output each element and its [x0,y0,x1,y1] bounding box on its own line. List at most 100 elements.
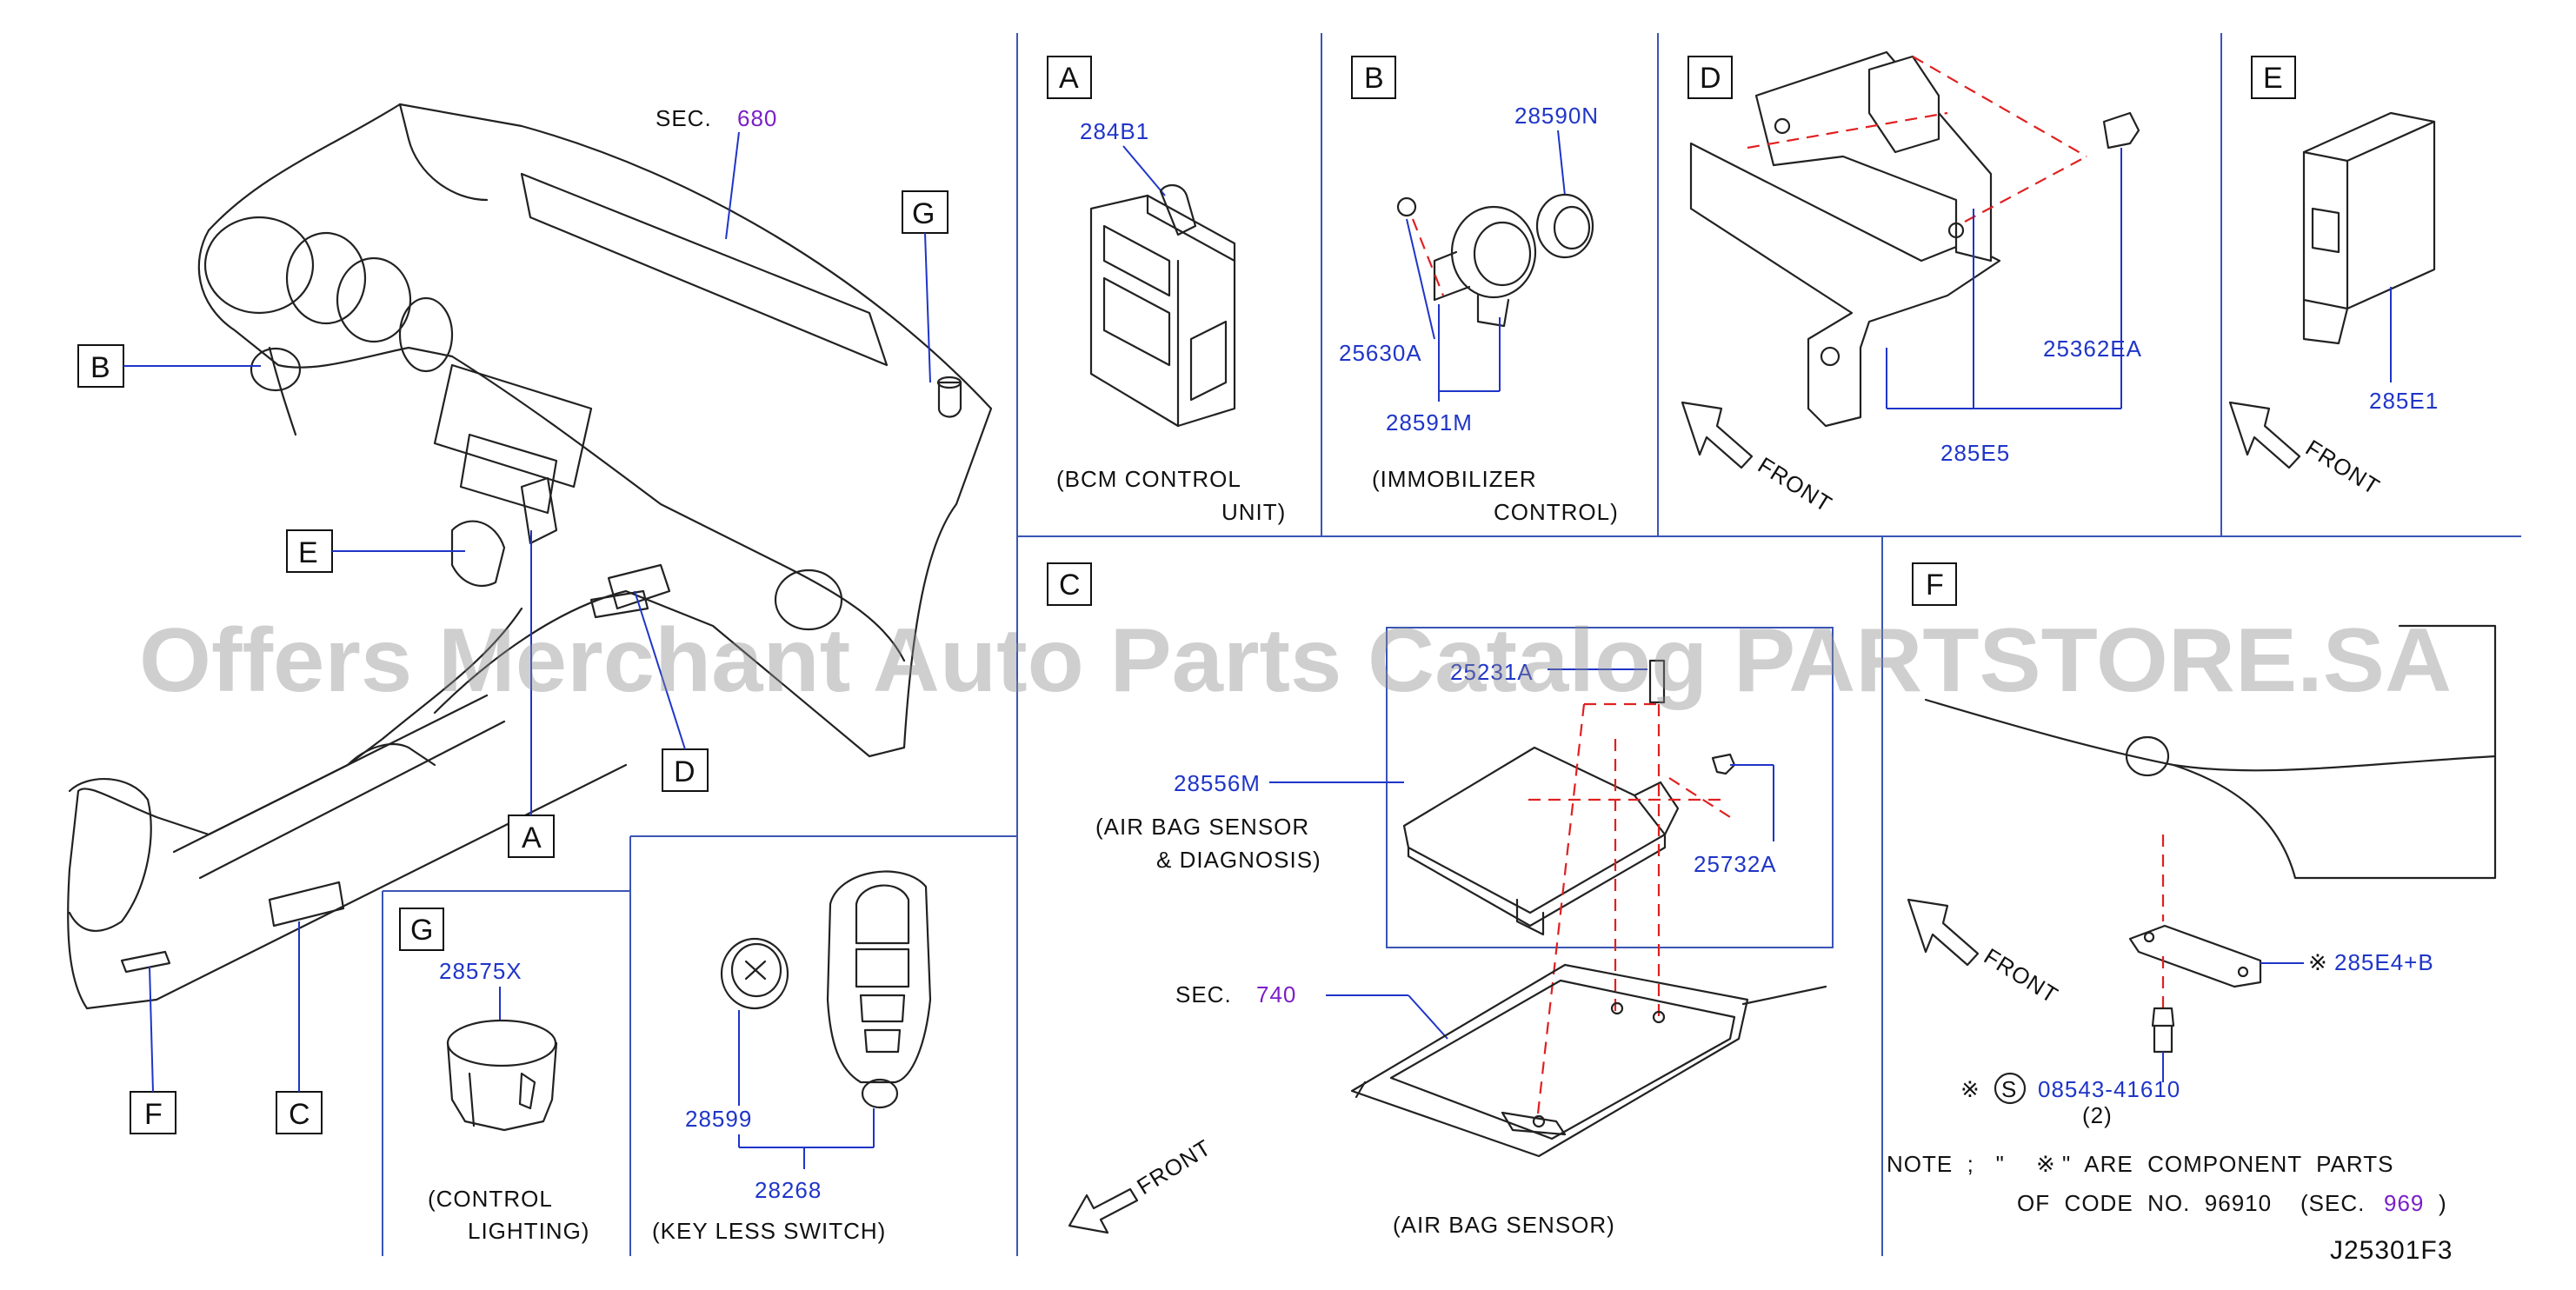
panel-c-sec-label: SEC. [1175,981,1232,1007]
note-mark: ※ [2036,1151,2056,1177]
panel-c-desc-2: & DIAGNOSIS) [1156,847,1321,873]
callout-f-letter[interactable]: F [144,1098,163,1131]
panel-f-mark-1: ※ [2308,949,2328,975]
panel-g: G 28575X (CONTROL LIGHTING) [399,908,589,1244]
panel-f-part-main[interactable]: 285E4+B [2334,949,2434,975]
note-close: ) [2439,1190,2447,1216]
overview-sec-label: SEC. [656,105,712,131]
front-arrow-icon [1068,1187,1139,1234]
callout-g-box [902,190,949,234]
front-arrow-icon [2228,401,2301,469]
callout-a-letter[interactable]: A [522,821,542,854]
panel-d: D 25362EA 285E5 FRONT [1681,50,2142,518]
keyless-part-assembly[interactable]: 28268 [755,1177,822,1203]
switch-cap-icon [446,1019,557,1067]
panel-e-part-number[interactable]: 285E1 [2369,388,2439,414]
panel-a-desc-2: UNIT) [1221,499,1286,525]
panel-b: B 28590N 25630A 28591M (IMMOBILIZER CONT… [1339,56,1619,525]
panel-a-desc-1: (BCM CONTROL [1056,466,1241,492]
panel-f-letter-box [1912,562,1957,606]
panel-g-desc-1: (CONTROL [428,1186,553,1212]
panel-d-front: FRONT [1754,452,1837,518]
panel-g-desc-2: LIGHTING) [468,1218,589,1244]
panel-b-part-bottom[interactable]: 28591M [1386,409,1473,436]
dashboard-illustration [67,103,993,1010]
panel-e-front: FRONT [2301,435,2385,501]
panel-g-letter: G [410,914,433,947]
front-arrow-icon [1681,401,1754,469]
panel-g-letter-box [399,908,444,951]
panel-c-letter-box [1047,562,1092,606]
screw-icon [1711,753,1736,775]
bolt-icon [2151,1007,2175,1027]
key-fob-icon [826,870,932,1084]
panel-f: F ※ 285E4+B ※ S 08543-41610 (2) FRONT [1907,562,2497,1128]
panel-f-s-mark: S [2001,1076,2017,1102]
panel-c-letter: C [1059,569,1081,602]
panel-a: A 284B1 (BCM CONTROL UNIT) [1047,56,1286,525]
panel-b-letter-box [1351,56,1396,99]
panel-e: E 285E1 FRONT [2228,56,2439,501]
panel-c-part-main[interactable]: 28556M [1174,770,1261,796]
panel-f-bolt-qty: (2) [2082,1102,2113,1128]
callout-b-letter[interactable]: B [90,351,110,384]
panel-f-part-bolt[interactable]: 08543-41610 [2038,1076,2180,1102]
overview-sec-number[interactable]: 680 [737,105,777,131]
panel-d-part-bottom[interactable]: 285E5 [1940,440,2010,466]
panel-b-part-top[interactable]: 28590N [1514,103,1599,129]
note-prefix: NOTE ; " [1887,1151,2005,1177]
panel-c-front: FRONT [1132,1134,1215,1200]
callout-e-letter[interactable]: E [298,536,318,569]
panel-c-desc-1: (AIR BAG SENSOR [1095,814,1309,840]
callout-e-box [286,529,333,573]
overview-callouts: SEC. 680 B E G D A F C [77,105,949,1134]
panel-a-part-number[interactable]: 284B1 [1080,118,1149,144]
callout-b-box [77,344,124,388]
clip-icon [2102,111,2140,150]
panel-b-part-left[interactable]: 25630A [1339,340,1422,366]
floor-bracket-icon [1350,963,1749,1158]
panel-keyless: 28599 28268 (KEY LESS SWITCH) [652,870,932,1244]
panel-d-part-right[interactable]: 25362EA [2043,336,2142,362]
bolt-icon [1648,659,1666,704]
keyless-desc: (KEY LESS SWITCH) [652,1218,886,1244]
panel-c-caption: (AIR BAG SENSOR) [1393,1212,1615,1238]
immobilizer-antenna-icon [1535,193,1594,259]
panel-a-letter-box [1047,56,1092,99]
panel-b-letter: B [1364,62,1384,95]
callout-g-letter[interactable]: G [912,197,935,230]
panel-c-sec-number[interactable]: 740 [1256,981,1296,1007]
panel-e-letter: E [2263,62,2283,95]
panel-e-letter-box [2251,56,2296,99]
callout-a-box [508,815,555,858]
glovebox-icon [1924,624,2497,772]
callout-d-box [662,748,709,792]
immobilizer-ring-icon [1450,205,1537,299]
panel-d-letter-box [1687,56,1733,99]
panel-f-mark-2: ※ [1960,1076,1980,1102]
panel-d-letter: D [1700,62,1721,95]
panel-b-desc-1: (IMMOBILIZER [1372,466,1537,492]
panel-c-part-top[interactable]: 25231A [1450,659,1534,685]
note-suffix: " ARE COMPONENT PARTS [2062,1151,2393,1177]
panel-b-desc-2: CONTROL) [1494,499,1619,525]
panel-g-part-number[interactable]: 28575X [439,958,523,984]
panel-c: C 25231A 28556M (AIR BAG SENSOR & DIAGNO… [1047,562,1834,1238]
airbag-sensor-icon [1402,746,1667,914]
callout-c-letter[interactable]: C [289,1098,310,1131]
note-sec-number[interactable]: 969 [2384,1190,2424,1216]
diagram-code: J25301F3 [2330,1236,2453,1265]
watermark: Offers Merchant Auto Parts Catalog PARTS… [139,610,2452,711]
front-arrow-icon [1907,898,1980,967]
panel-f-front: FRONT [1980,943,2063,1009]
module-bracket-icon [2128,924,2262,988]
note-line-2: OF CODE NO. 96910 (SEC. [2017,1190,2365,1216]
screw-icon [1396,196,1417,217]
panel-dividers [382,33,2521,1256]
callout-c-box [276,1091,323,1134]
callout-d-letter[interactable]: D [674,755,696,788]
keyless-part-battery[interactable]: 28599 [685,1106,752,1132]
panel-c-part-right[interactable]: 25732A [1694,851,1777,877]
panel-a-letter: A [1059,62,1079,95]
